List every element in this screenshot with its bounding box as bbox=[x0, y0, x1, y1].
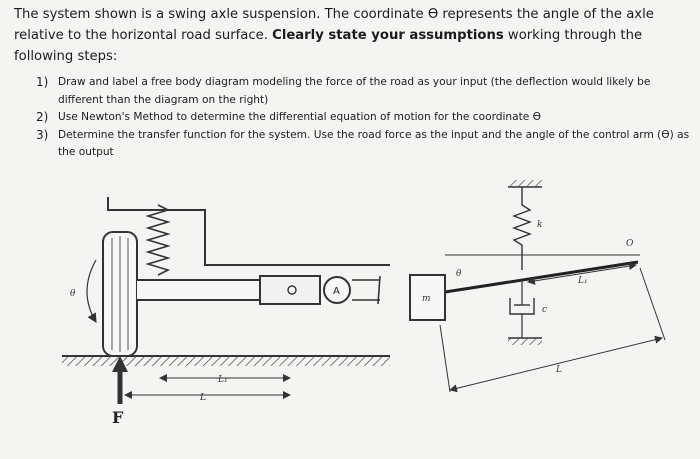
step-1: 1) Draw and label a free body diagram mo… bbox=[36, 74, 691, 109]
theta-label-right: θ bbox=[456, 269, 462, 279]
theta-rotation-arrow bbox=[86, 259, 97, 324]
theta-label-left: θ bbox=[70, 289, 76, 299]
simplified-model-figure: k θ O c m L₁ L bbox=[409, 180, 666, 393]
l1-dimension-right bbox=[527, 262, 637, 285]
joint-a-circle bbox=[323, 276, 351, 304]
mass-block bbox=[409, 274, 446, 321]
statement-line-1: The system shown is a swing axle suspens… bbox=[14, 7, 654, 22]
l-extension-right bbox=[639, 267, 666, 341]
spring-k-label: k bbox=[537, 220, 542, 230]
l-label-left: L bbox=[199, 393, 206, 403]
chassis-frame bbox=[107, 197, 390, 266]
coil-spring bbox=[145, 204, 171, 276]
top-ground-hatching bbox=[508, 180, 542, 187]
statement-line-2: relative to the horizontal road surface.… bbox=[14, 25, 694, 46]
force-arrow-head bbox=[112, 356, 128, 372]
statement-line-3: following steps: bbox=[14, 49, 118, 64]
statement-line-2-end: working through the bbox=[503, 28, 643, 43]
step-3: 3) Determine the transfer function for t… bbox=[36, 127, 691, 162]
swing-axle-figure: θ A L₁ L F bbox=[62, 197, 390, 427]
swing-arm bbox=[137, 279, 261, 301]
step-2-text: Use Newton's Method to determine the dif… bbox=[58, 111, 541, 123]
road-hatching bbox=[62, 356, 390, 366]
spring-k bbox=[512, 187, 532, 270]
step-1-number: 1) bbox=[36, 75, 49, 89]
suspension-diagrams: θ A L₁ L F k θ O bbox=[62, 180, 666, 427]
l1-label-left: L₁ bbox=[217, 375, 228, 385]
force-label: F bbox=[112, 408, 124, 427]
steps-list: 1) Draw and label a free body diagram mo… bbox=[36, 74, 691, 162]
statement-line-2-start: relative to the horizontal road surface. bbox=[14, 28, 273, 43]
step-2: 2) Use Newton's Method to determine the … bbox=[36, 109, 691, 127]
step-3-text: Determine the transfer function for the … bbox=[58, 128, 690, 159]
step-3-number: 3) bbox=[36, 127, 49, 142]
control-arm bbox=[444, 260, 639, 294]
axle-end bbox=[352, 275, 381, 305]
bottom-ground-hatching bbox=[508, 338, 542, 345]
problem-statement: The system shown is a swing axle suspens… bbox=[14, 4, 694, 67]
l-extension-left bbox=[439, 324, 451, 393]
pivot-o-label: O bbox=[626, 239, 634, 249]
l-dimension-right bbox=[449, 335, 663, 393]
step-1-text: Draw and label a free body diagram model… bbox=[58, 76, 651, 106]
mass-m-label: m bbox=[422, 294, 431, 304]
pivot-pin bbox=[287, 285, 297, 295]
l1-label-right: L₁ bbox=[577, 276, 588, 286]
step-2-number: 2) bbox=[36, 110, 49, 124]
joint-a-label: A bbox=[333, 286, 340, 297]
damper-c-label: c bbox=[542, 305, 547, 315]
l-label-right: L bbox=[555, 365, 562, 375]
assumptions-emphasis: Clearly state your assumptions bbox=[272, 28, 504, 43]
